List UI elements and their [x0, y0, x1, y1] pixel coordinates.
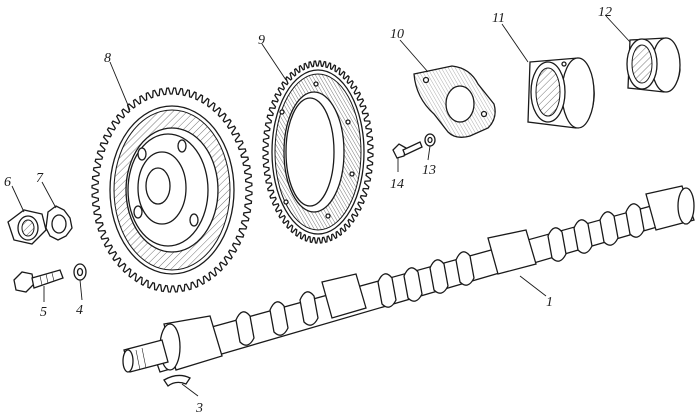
- bushing-small: [626, 37, 681, 93]
- callout-11: 11: [492, 11, 505, 26]
- callout-3: 3: [195, 401, 203, 416]
- callout-4: 4: [76, 303, 83, 318]
- callout-9: 9: [258, 33, 265, 48]
- cam-lobe: [403, 267, 423, 302]
- leader-lines: [11, 15, 631, 397]
- callout-5: 5: [40, 305, 47, 320]
- cam-lobe: [573, 219, 593, 254]
- callout-14: 14: [390, 177, 404, 192]
- washer-small: [424, 133, 436, 147]
- callout-labels: 1 3 4 5 6 7 8 9 10 11 12 13 14: [4, 5, 612, 416]
- cam-lobe: [625, 203, 645, 238]
- callout-8: 8: [104, 51, 111, 66]
- bolt-small: [392, 141, 423, 159]
- cam-lobe: [455, 251, 475, 286]
- woodruff-key: [163, 374, 191, 387]
- callout-12: 12: [598, 5, 612, 20]
- gear-large: [91, 87, 253, 293]
- callout-10: 10: [390, 27, 404, 42]
- gear-ring: [262, 60, 374, 244]
- callout-7: 7: [36, 171, 44, 186]
- callout-1: 1: [546, 295, 553, 310]
- camshaft: [122, 185, 695, 373]
- cam-lobe: [547, 227, 567, 262]
- cam-lobe: [429, 259, 449, 294]
- nut: [7, 209, 47, 245]
- cam-lobe: [235, 311, 255, 346]
- cam-lobe: [269, 301, 289, 336]
- cam-lobe: [299, 291, 319, 326]
- callout-13: 13: [422, 163, 436, 178]
- lock-washer: [45, 205, 73, 241]
- thrust-plate: [413, 65, 496, 138]
- bolt: [13, 269, 64, 293]
- callout-6: 6: [4, 175, 11, 190]
- washer: [73, 263, 87, 281]
- cam-lobe: [599, 211, 619, 246]
- bushing-large: [527, 57, 595, 129]
- cam-lobe: [377, 273, 397, 308]
